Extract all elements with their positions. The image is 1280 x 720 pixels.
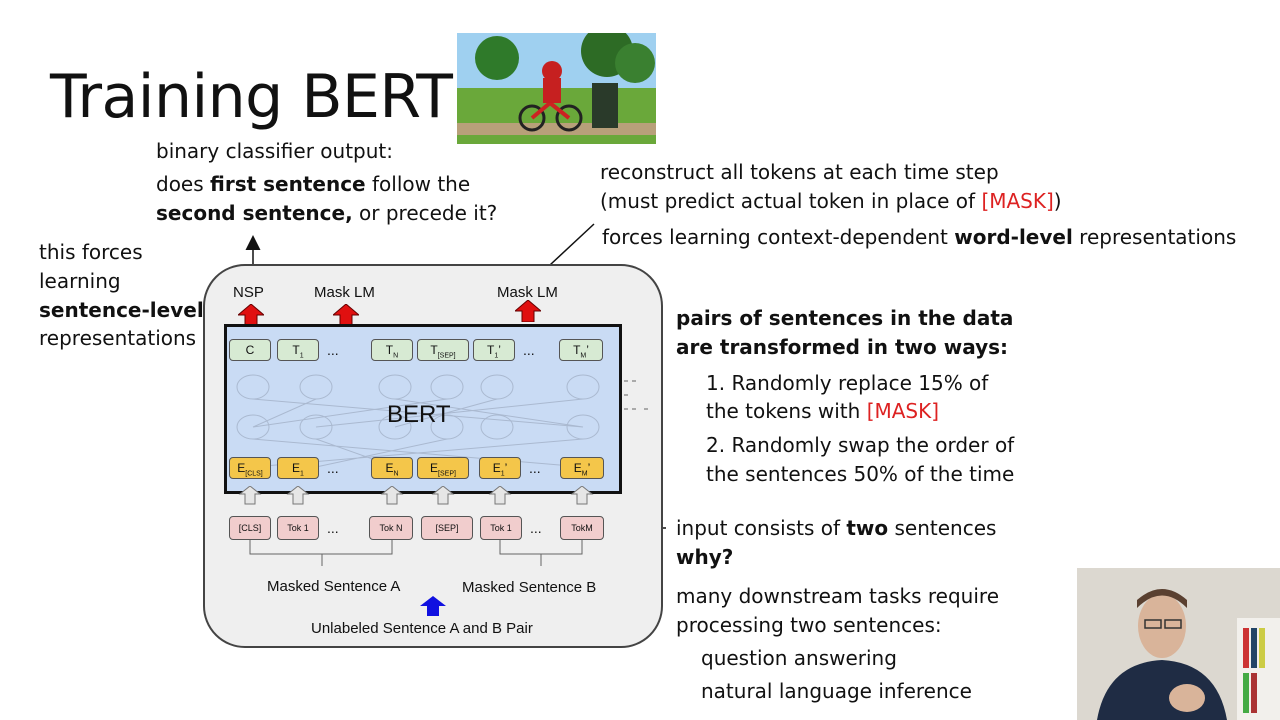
- mlm-note-line2: (must predict actual token in place of […: [600, 189, 1062, 213]
- input-token-tokm: TokM: [560, 516, 604, 540]
- input-note-line3: many downstream tasks require: [676, 584, 999, 608]
- bert-label: BERT: [387, 401, 451, 428]
- ellipsis: ...: [529, 460, 541, 476]
- pairs-item1-line1: 1. Randomly replace 15% of: [706, 371, 989, 395]
- elmo-bicycle-photo: [457, 33, 656, 144]
- input-token-tokn: Tok N: [369, 516, 413, 540]
- output-token-tm-prime: TM’: [559, 339, 603, 361]
- input-note-line1: input consists of two sentences: [676, 516, 997, 540]
- pairs-item2-line1: 2. Randomly swap the order of: [706, 433, 1015, 457]
- output-token-c: C: [229, 339, 271, 361]
- input-note-why: why?: [676, 545, 734, 569]
- mlm-note-line3: forces learning context-dependent word-l…: [602, 225, 1237, 249]
- input-token-tok1: Tok 1: [277, 516, 319, 540]
- bert-hidden-layers: [236, 374, 600, 468]
- nsp-note-line2: does first sentence follow the: [156, 172, 471, 196]
- embedding-e-cls: E[CLS]: [229, 457, 271, 479]
- input-note-task2: natural language inference: [701, 679, 972, 703]
- sentence-brackets: [249, 540, 583, 566]
- pairs-heading-1: pairs of sentences in the data: [676, 306, 1014, 330]
- left-note-line3: sentence-level: [39, 298, 204, 322]
- sentence-pair-label: Unlabeled Sentence A and B Pair: [311, 620, 533, 637]
- left-note-line1: this forces: [39, 240, 143, 264]
- pairs-item1-line2: the tokens with [MASK]: [706, 399, 940, 423]
- left-note-line2: learning: [39, 269, 121, 293]
- pairs-heading-2: are transformed in two ways:: [676, 335, 1009, 359]
- output-token-tsep: T[SEP]: [417, 339, 469, 361]
- embedding-em-prime: EM’: [560, 457, 604, 479]
- nsp-label: NSP: [233, 284, 264, 301]
- mlm-note-line1: reconstruct all tokens at each time step: [600, 160, 999, 184]
- presenter-webcam: [1077, 568, 1280, 720]
- ellipsis: ...: [523, 342, 535, 358]
- input-note-task1: question answering: [701, 646, 897, 670]
- ellipsis: ...: [327, 460, 339, 476]
- pairs-item2-line2: the sentences 50% of the time: [706, 462, 1015, 486]
- mlm-up-arrow-icon: [333, 304, 359, 326]
- input-token-cls: [CLS]: [229, 516, 271, 540]
- input-token-sep: [SEP]: [421, 516, 473, 540]
- decorative-dots: [624, 380, 648, 410]
- input-token-tok1-b: Tok 1: [480, 516, 522, 540]
- masked-sentence-a-label: Masked Sentence A: [267, 578, 401, 595]
- slide-title: Training BERT: [50, 62, 453, 132]
- embedding-e-sep: E[SEP]: [417, 457, 469, 479]
- output-token-tn: TN: [371, 339, 413, 361]
- input-blue-up-arrow-icon: [420, 596, 446, 616]
- input-up-arrows: [238, 486, 594, 505]
- ellipsis: ...: [327, 520, 339, 536]
- masked-sentence-b-label: Masked Sentence B: [462, 579, 597, 596]
- mlm-up-arrow-icon: [515, 300, 541, 322]
- nsp-note-line3: second sentence, or precede it?: [156, 201, 498, 225]
- ellipsis: ...: [327, 342, 339, 358]
- embedding-e1-prime: E1’: [479, 457, 521, 479]
- output-token-t1: T1: [277, 339, 319, 361]
- input-note-line4: processing two sentences:: [676, 613, 942, 637]
- embedding-en: EN: [371, 457, 413, 479]
- mask-lm-label-2: Mask LM: [497, 284, 558, 301]
- nsp-note-line1: binary classifier output:: [156, 139, 393, 163]
- mask-lm-label-1: Mask LM: [314, 284, 375, 301]
- output-token-t1-prime: T1’: [473, 339, 515, 361]
- nsp-up-arrow-icon: [238, 304, 264, 326]
- ellipsis: ...: [530, 520, 542, 536]
- embedding-e1: E1: [277, 457, 319, 479]
- left-note-line4: representations: [39, 326, 197, 350]
